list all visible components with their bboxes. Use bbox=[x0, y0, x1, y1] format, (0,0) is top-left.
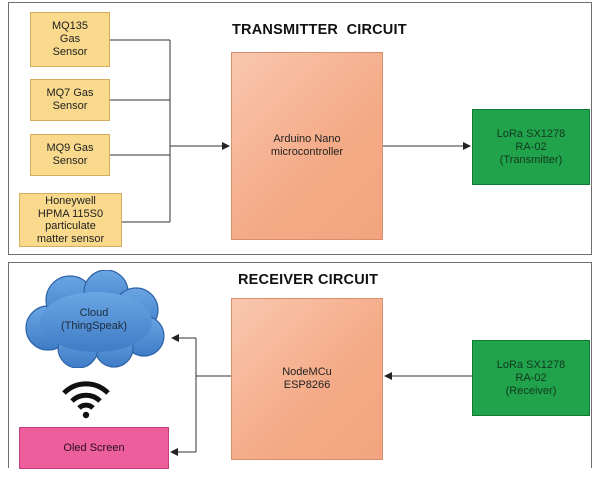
sensor-mq7-label: MQ7 Gas Sensor bbox=[46, 87, 94, 112]
lora-receiver-label: LoRa SX1278 RA-02 (Receiver) bbox=[496, 358, 566, 397]
sensor-mq135: MQ135 Gas Sensor bbox=[30, 12, 110, 67]
cloud-thingspeak: Cloud (ThingSpeak) bbox=[18, 269, 170, 369]
oled-screen-label: Oled Screen bbox=[63, 441, 125, 454]
arduino-nano-block: Arduino Nano microcontroller bbox=[231, 52, 383, 240]
transmitter-title: TRANSMITTER CIRCUIT bbox=[232, 22, 407, 38]
wifi-icon bbox=[62, 381, 110, 419]
lora-receiver-block: LoRa SX1278 RA-02 (Receiver) bbox=[472, 340, 590, 416]
sensor-honeywell: Honeywell HPMA 115S0 particulate matter … bbox=[19, 193, 122, 247]
arduino-nano-label: Arduino Nano microcontroller bbox=[270, 133, 344, 158]
sensor-mq9: MQ9 Gas Sensor bbox=[30, 134, 110, 176]
receiver-title: RECEIVER CIRCUIT bbox=[238, 272, 379, 288]
cloud-label: Cloud (ThingSpeak) bbox=[60, 307, 128, 332]
sensor-mq9-label: MQ9 Gas Sensor bbox=[46, 142, 94, 167]
sensor-mq7: MQ7 Gas Sensor bbox=[30, 79, 110, 121]
sensor-honeywell-label: Honeywell HPMA 115S0 particulate matter … bbox=[36, 195, 105, 245]
nodemcu-block: NodeMCu ESP8266 bbox=[231, 298, 383, 460]
lora-transmitter-block: LoRa SX1278 RA-02 (Transmitter) bbox=[472, 109, 590, 185]
cloud-icon bbox=[25, 269, 165, 369]
nodemcu-label: NodeMCu ESP8266 bbox=[282, 366, 332, 391]
lora-transmitter-label: LoRa SX1278 RA-02 (Transmitter) bbox=[496, 127, 566, 166]
sensor-mq135-label: MQ135 Gas Sensor bbox=[51, 20, 89, 58]
oled-screen-block: Oled Screen bbox=[19, 427, 169, 469]
